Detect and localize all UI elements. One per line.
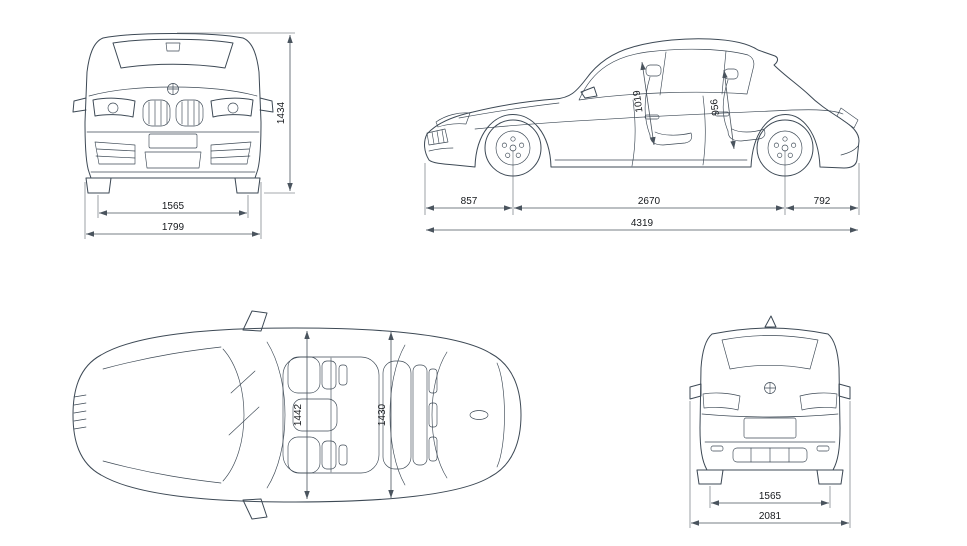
dim-rear-interior-width: 1430 (377, 332, 394, 498)
dim-rear-track: 1565 (709, 486, 831, 508)
dim-front-headroom-value: 1019 (631, 89, 645, 113)
dim-rear-overhang-value: 792 (814, 196, 831, 207)
right-mirror (259, 97, 274, 113)
rear-bumper-line (840, 145, 859, 156)
front-seat-lower (287, 436, 348, 474)
left-tire (85, 177, 112, 194)
front-bumper-line (428, 147, 454, 152)
center-intake (144, 151, 202, 169)
rear-view: 1565 2081 (689, 315, 851, 528)
dim-overall-height: 1434 (177, 32, 295, 194)
top-dimensions: 1442 1430 (293, 331, 394, 499)
dim-width-incl-mirrors-value: 2081 (759, 511, 782, 522)
right-tire (816, 469, 844, 485)
left-headlight (92, 97, 136, 118)
side-view: 1019 956 857 2670 792 (424, 38, 860, 233)
center-console (292, 398, 338, 432)
dim-overall-width-value: 1799 (162, 222, 185, 233)
pillar-lines (659, 50, 727, 96)
license-plate (743, 417, 797, 439)
right-tire (234, 177, 261, 194)
body-outline (72, 327, 522, 503)
dim-overall-height-value: 1434 (276, 101, 287, 124)
grille (426, 128, 449, 146)
dim-wheelbase: 2670 (514, 196, 784, 211)
fender-crease (458, 102, 560, 119)
rear-window (721, 335, 819, 370)
dim-front-overhang-value: 857 (461, 196, 478, 207)
top-car-drawing (72, 310, 522, 520)
diffuser (732, 447, 808, 463)
fin-antenna-icon (469, 410, 489, 420)
sunroof (282, 356, 380, 474)
hood-creases (102, 346, 222, 484)
right-air-intake (210, 141, 252, 165)
glass-outline (578, 48, 755, 101)
dim-rear-overhang: 792 (786, 196, 858, 211)
front-view: 1434 1565 1799 (72, 32, 295, 239)
rear-bench (382, 360, 438, 470)
left-taillight (702, 392, 741, 411)
grille-hatch (73, 394, 87, 430)
rear-glass-edges (389, 344, 448, 486)
reflectors (710, 445, 830, 452)
taillight (836, 107, 859, 129)
body-outline (699, 327, 841, 471)
left-mirror (72, 97, 87, 113)
right-taillight (799, 392, 838, 411)
front-car-drawing (72, 33, 274, 194)
top-mirror (242, 310, 268, 332)
body-outline (84, 33, 262, 179)
dim-rear-track-value: 1565 (759, 491, 782, 502)
bmw-roundel-icon (167, 83, 179, 95)
dim-wheelbase-value: 2670 (638, 196, 661, 207)
front-seat-upper (287, 356, 348, 394)
bottom-mirror (242, 498, 268, 520)
trunk-line (701, 413, 839, 418)
tailgate-edge (496, 362, 505, 468)
rear-car-drawing (689, 315, 851, 485)
top-view: 1442 1430 (72, 310, 522, 520)
interior-mirror (165, 42, 181, 52)
dim-front-track-value: 1565 (162, 201, 185, 212)
side-mirror (580, 86, 598, 99)
kidney-grille (142, 99, 204, 127)
dim-rear-headroom-value: 956 (709, 98, 722, 116)
left-mirror (689, 383, 702, 400)
wiper-lines (228, 370, 260, 436)
rear-dimensions: 1565 2081 (689, 401, 851, 528)
dim-overall-length-value: 4319 (631, 218, 654, 229)
headlight (435, 112, 471, 128)
bmw-roundel-icon (764, 382, 776, 394)
right-mirror (838, 383, 851, 400)
dim-front-headroom: 1019 (631, 61, 656, 146)
windshield (112, 38, 234, 69)
dim-overall-width: 1799 (84, 182, 262, 239)
side-dimensions: 1019 956 857 2670 792 (424, 61, 860, 233)
dim-rear-headroom: 956 (709, 69, 736, 150)
left-tire (696, 469, 724, 485)
front-dimensions: 1434 1565 1799 (84, 32, 295, 239)
dim-front-overhang: 857 (426, 196, 512, 211)
dim-overall-length: 4319 (426, 218, 858, 233)
rear-seat (722, 68, 766, 142)
left-air-intake (94, 141, 136, 165)
license-plate (148, 133, 198, 149)
dim-front-interior-width-value: 1442 (293, 403, 304, 426)
antenna-fin-icon (764, 315, 777, 328)
dim-rear-interior-width-value: 1430 (377, 403, 388, 426)
right-headlight (210, 97, 254, 118)
dim-width-incl-mirrors: 2081 (689, 401, 851, 528)
dim-front-interior-width: 1442 (293, 331, 310, 499)
body-outline (424, 38, 860, 169)
windshield-edges (222, 341, 286, 489)
dim-front-track: 1565 (97, 195, 249, 218)
